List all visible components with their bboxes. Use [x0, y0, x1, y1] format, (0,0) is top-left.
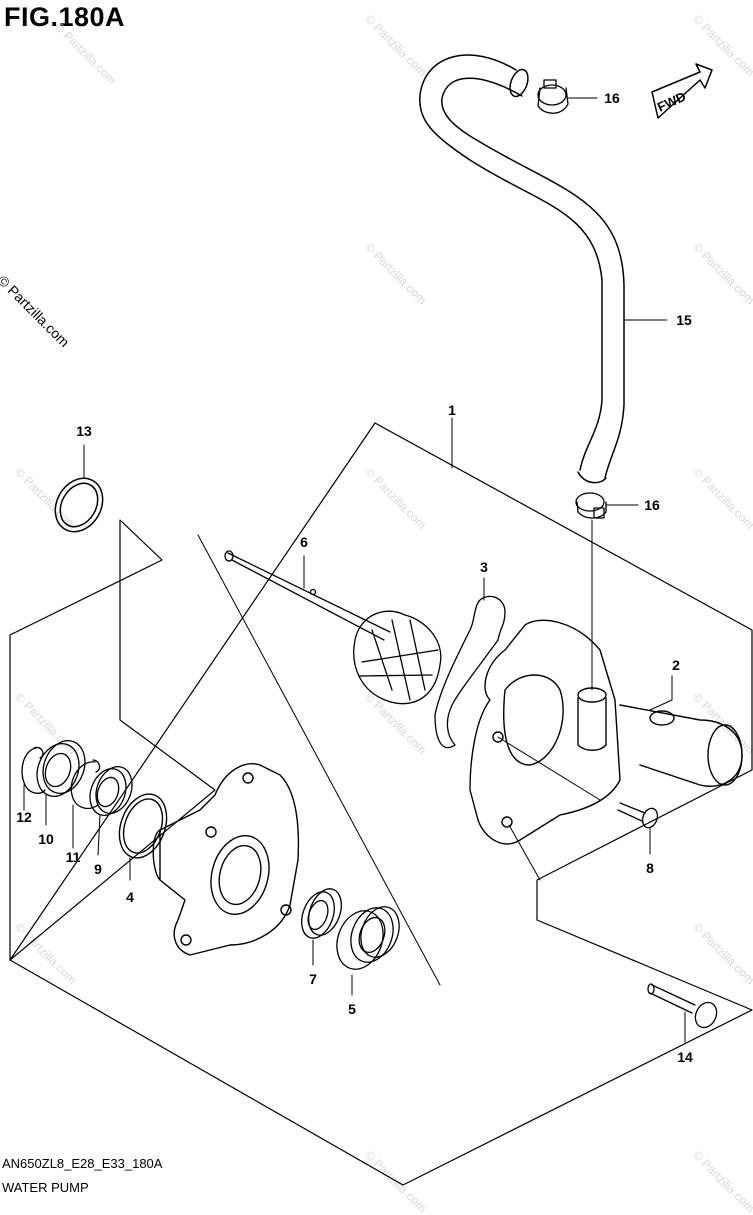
circlip-left: [21, 746, 46, 794]
callout-1: 1: [448, 402, 456, 418]
callout-15: 15: [676, 312, 692, 328]
figure-name: WATER PUMP: [2, 1180, 89, 1195]
assembly-outline: [9, 422, 753, 1186]
o-ring-small: [118, 793, 168, 859]
mechanical-seal: [336, 906, 400, 970]
sub-assembly-outline: [197, 534, 441, 986]
leader-lines: [23, 97, 686, 1043]
callout-14: 14: [677, 1049, 693, 1065]
fwd-arrow-icon: FWD: [651, 63, 713, 119]
callout-16-upper: 16: [604, 90, 620, 106]
figure-title: FIG.180A: [4, 2, 126, 32]
screw: [617, 802, 659, 829]
hose-clamp-upper: [537, 79, 569, 114]
callout-5: 5: [348, 1001, 356, 1017]
callout-7: 7: [309, 971, 317, 987]
callout-9: 9: [94, 861, 102, 877]
bearing-left: [36, 740, 86, 797]
callout-2: 2: [672, 657, 680, 673]
callout-13: 13: [76, 423, 92, 439]
hose: [419, 54, 625, 484]
o-ring-large: [54, 477, 104, 533]
callout-6: 6: [300, 534, 308, 550]
circlip-right: [70, 759, 101, 809]
hose-clamp-lower: [575, 492, 607, 519]
callout-10: 10: [38, 831, 54, 847]
pump-case: [469, 619, 743, 845]
flange-bolt: [647, 983, 718, 1029]
pump-gasket: [434, 595, 506, 749]
callout-8: 8: [646, 860, 654, 876]
callout-16-lower: 16: [644, 497, 660, 513]
callout-11: 11: [66, 849, 81, 865]
callout-12: 12: [16, 809, 32, 825]
model-code: AN650ZL8_E28_E33_180A: [2, 1156, 163, 1171]
callout-labels: 1 2 3 4 5 6 7 8 9 10 11 12 13 14 15 16 1…: [16, 90, 693, 1065]
oil-seal: [301, 888, 342, 939]
impeller-shaft: [224, 550, 442, 705]
callout-3: 3: [480, 559, 488, 575]
callout-4: 4: [126, 889, 134, 905]
pump-cover: [152, 763, 300, 956]
